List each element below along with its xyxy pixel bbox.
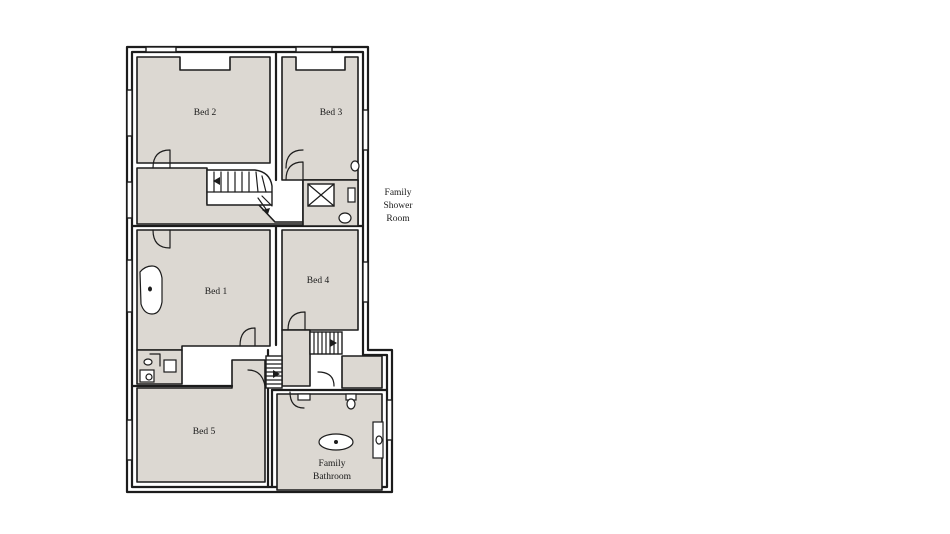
staircase-upper [206, 169, 273, 214]
label-bed4: Bed 4 [307, 276, 330, 286]
label-bed3: Bed 3 [320, 108, 343, 118]
windows [126, 46, 393, 461]
shower-room [302, 160, 360, 227]
room-lobby [281, 329, 311, 387]
family-bathroom-fixtures [297, 393, 384, 459]
label-shower-line1: Family [385, 188, 412, 198]
label-bed2: Bed 2 [194, 108, 217, 118]
outer-walls [125, 45, 394, 494]
label-bathroom-line1: Family [319, 459, 346, 469]
label-bathroom-line2: Bathroom [313, 472, 352, 482]
room-bed3 [281, 56, 359, 181]
label-bed5: Bed 5 [193, 427, 216, 437]
room-store [341, 355, 383, 389]
room-bed5 [136, 359, 266, 483]
room-bed2 [136, 56, 271, 164]
doors [149, 149, 335, 409]
label-shower-line2: Shower [383, 201, 413, 211]
room-bed4 [281, 229, 359, 331]
label-bed1: Bed 1 [205, 287, 228, 297]
staircase-lower [265, 331, 343, 389]
label-shower-line3: Room [386, 214, 410, 224]
bed1-fixtures [139, 265, 177, 383]
